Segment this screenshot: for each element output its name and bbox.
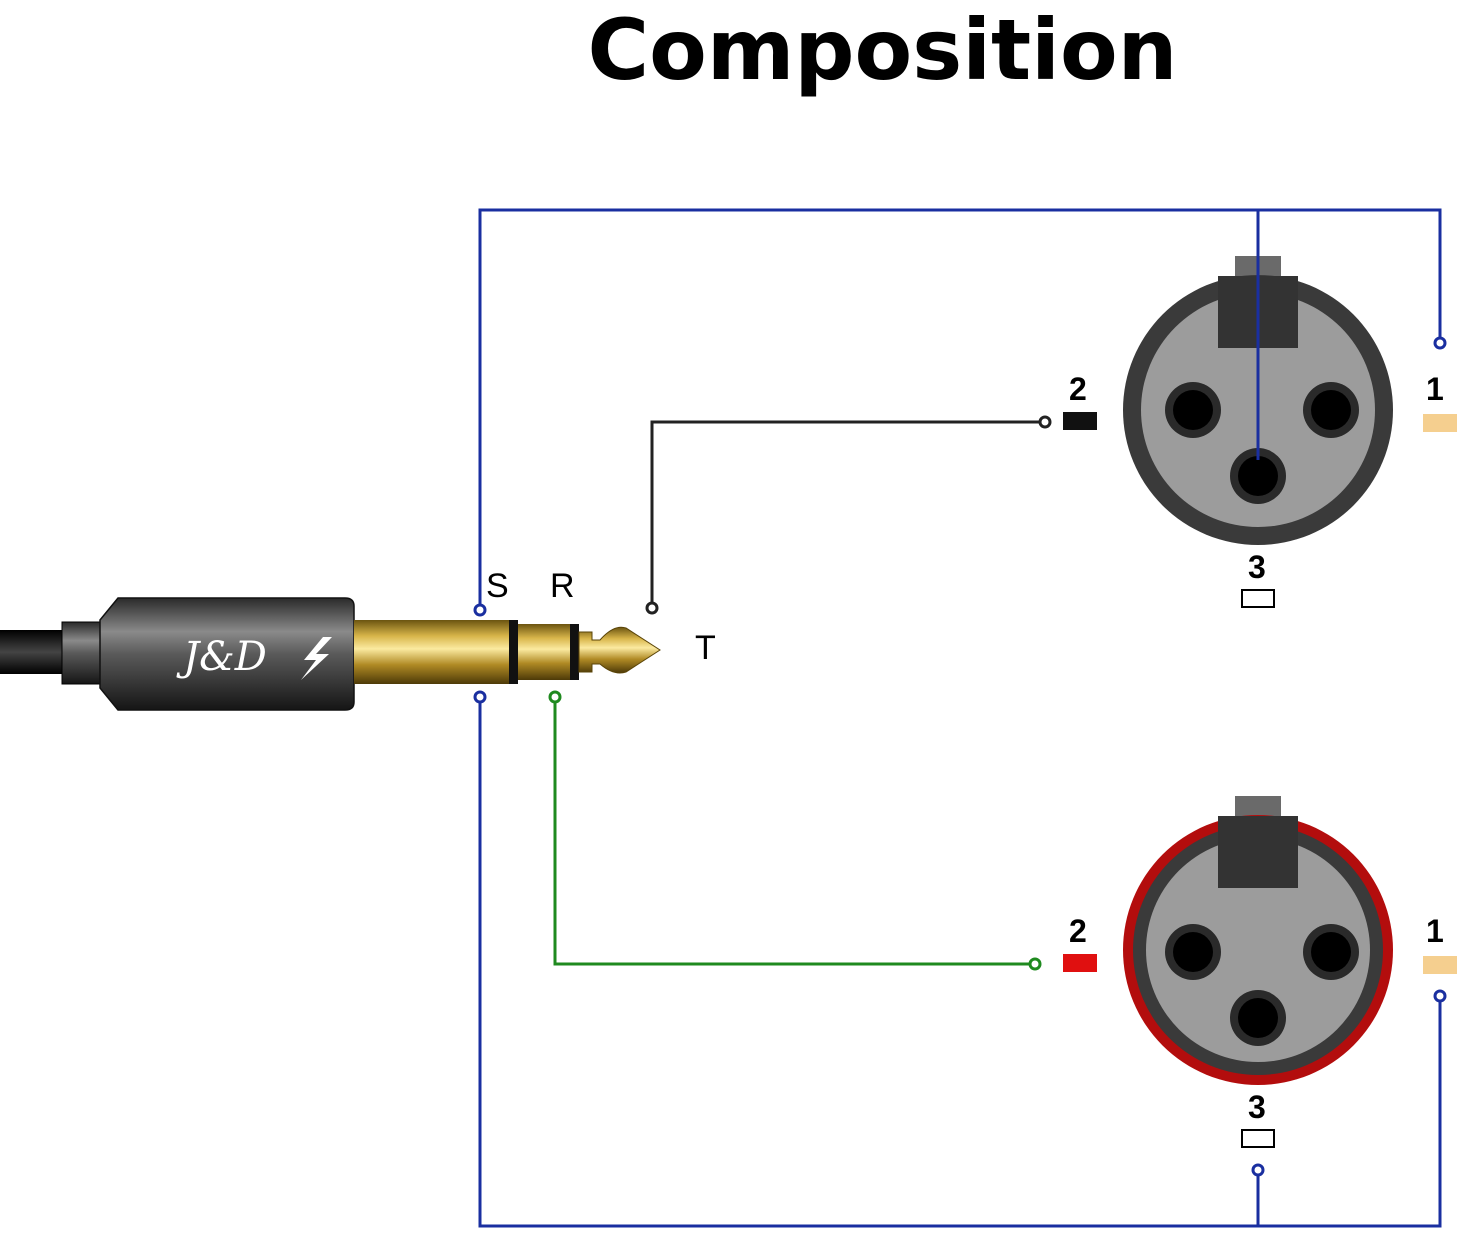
trs-plug: J&D (0, 597, 661, 711)
xlr-top-pin2-label: 2 (1069, 371, 1087, 407)
xlr-top-pin1-marker (1423, 414, 1457, 432)
xlr-bottom-pin3-marker (1241, 1129, 1275, 1148)
insulator-ring-2 (570, 624, 579, 680)
xlr-bottom-pin1-label: 1 (1426, 913, 1444, 949)
lightning-bolt-icon (301, 637, 332, 680)
tip-label: T (695, 629, 716, 667)
xlr-top-pin1-label: 1 (1426, 371, 1444, 407)
xlr-connector-top (1123, 210, 1393, 545)
xlr-sockets-top (1165, 382, 1359, 504)
ring-wire (553, 697, 1035, 966)
xlr-sockets-bottom (1165, 924, 1359, 1046)
xlr-key-bottom (1218, 816, 1298, 888)
sleeve-label: S (486, 567, 509, 605)
ring-label: R (550, 567, 575, 605)
page-title: Composition (587, 1, 1178, 99)
xlr-bottom-pin2-marker (1063, 954, 1097, 972)
terminal-dots (473, 336, 1447, 1177)
xlr-top-pin3-label: 3 (1248, 549, 1266, 585)
cable (0, 630, 70, 674)
xlr-face-bottom (1146, 838, 1370, 1062)
plug-brand-logo: J&D (176, 634, 267, 680)
xlr-connector-bottom (1123, 796, 1393, 1085)
tip-wire (650, 420, 1045, 608)
xlr-bottom-pin1-marker (1423, 956, 1457, 974)
xlr-top-pin2-marker (1063, 412, 1097, 430)
sleeve-wire-bottom (478, 697, 1442, 1228)
xlr-top-pin3-marker (1241, 589, 1275, 608)
sleeve-contact (354, 620, 509, 684)
plug-housing (99, 597, 355, 711)
tip-contact (578, 626, 661, 674)
xlr-bottom-pin2-label: 2 (1069, 913, 1087, 949)
xlr-bottom-pin3-label: 3 (1248, 1089, 1266, 1125)
insulator-ring-1 (509, 620, 518, 684)
ring-contact (518, 624, 570, 680)
strain-relief (61, 621, 105, 685)
